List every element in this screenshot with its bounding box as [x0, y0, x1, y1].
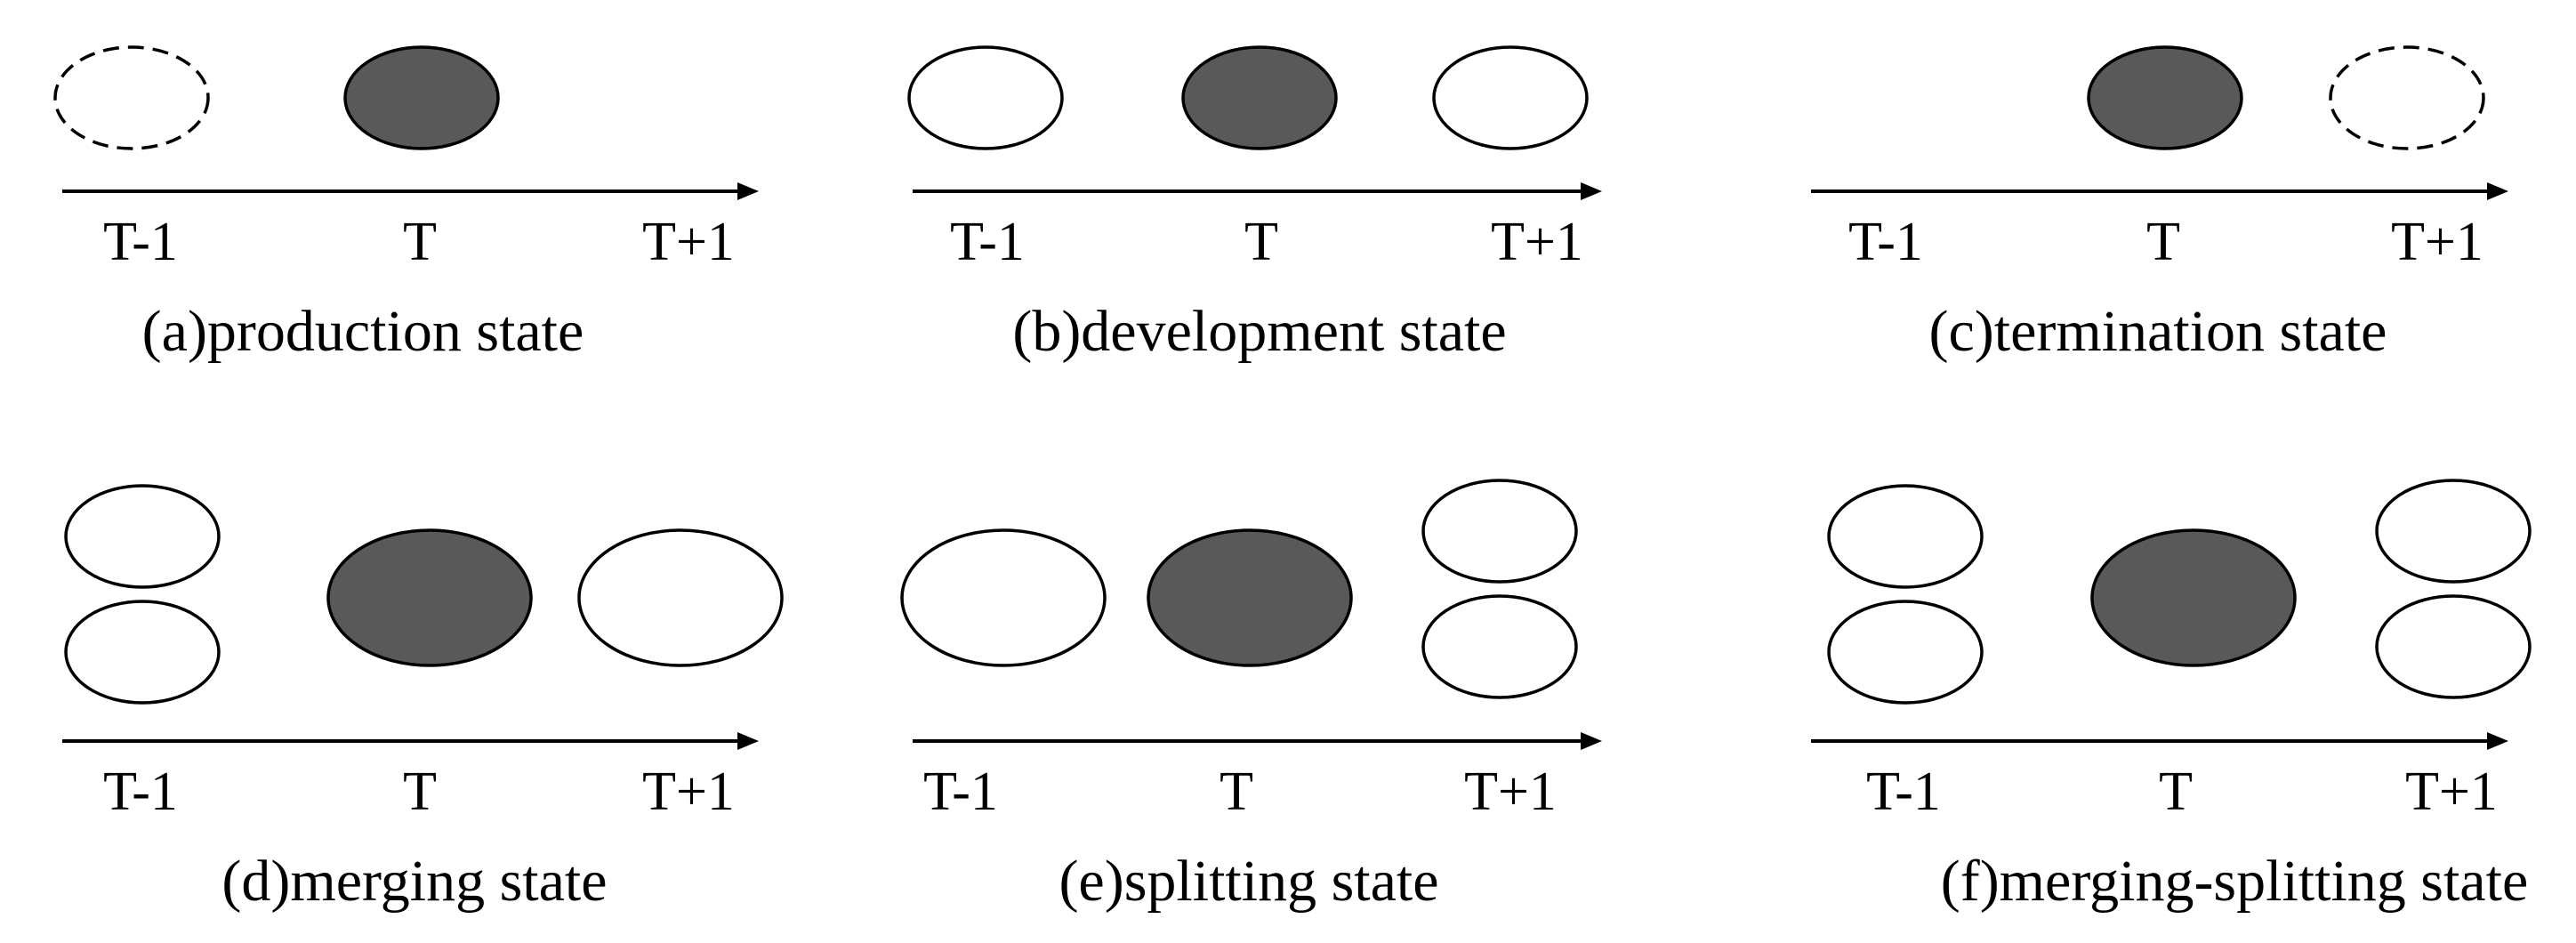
- tick-label-next: T+1: [1464, 762, 1557, 822]
- current-community-ellipse: [1147, 528, 1353, 667]
- next-community-ellipse: [1421, 479, 1578, 584]
- current-community-ellipse: [1181, 45, 1338, 150]
- next-community-ellipse: [2375, 594, 2532, 699]
- panel-merging-splitting-state: T-1 T T+1 (f)merging-splitting state: [1811, 479, 2532, 914]
- panel-development-state: T-1 T T+1 (b)development state: [907, 45, 1602, 364]
- tick-label-next: T+1: [2405, 762, 2498, 822]
- panel-merging-state: T-1 T T+1 (d)merging state: [62, 484, 784, 914]
- panel-caption: (f)merging-splitting state: [1941, 849, 2528, 914]
- time-axis-arrowhead: [737, 732, 759, 750]
- prev-community-ellipse: [1827, 600, 1984, 705]
- next-community-ellipse: [2375, 479, 2532, 584]
- time-axis-arrowhead: [2487, 732, 2508, 750]
- prev-community-ellipse: [53, 45, 210, 150]
- tick-label-prev: T-1: [923, 762, 998, 822]
- tick-label-prev: T-1: [1848, 212, 1923, 272]
- tick-label-prev: T-1: [1866, 762, 1941, 822]
- panel-caption: (c)termination state: [1929, 299, 2387, 364]
- next-community-ellipse: [1421, 594, 1578, 699]
- panel-caption: (e)splitting state: [1059, 849, 1438, 914]
- tick-label-prev: T-1: [103, 762, 178, 822]
- tick-label-next: T+1: [642, 762, 735, 822]
- tick-label-current: T: [2146, 212, 2180, 272]
- next-community-ellipse: [1432, 45, 1589, 150]
- prev-community-ellipse: [1827, 484, 1984, 589]
- current-community-ellipse: [343, 45, 500, 150]
- tick-label-current: T: [2159, 762, 2193, 822]
- tick-label-next: T+1: [642, 212, 735, 272]
- panel-caption: (b)development state: [1012, 299, 1506, 364]
- next-community-ellipse: [2329, 45, 2485, 150]
- time-axis-arrowhead: [1581, 182, 1602, 200]
- next-community-ellipse: [577, 528, 784, 667]
- current-community-ellipse: [326, 528, 533, 667]
- tick-label-current: T: [403, 762, 437, 822]
- tick-label-current: T: [1244, 212, 1278, 272]
- prev-community-ellipse: [64, 484, 221, 589]
- prev-community-ellipse: [64, 600, 221, 705]
- tick-label-current: T: [403, 212, 437, 272]
- current-community-ellipse: [2090, 528, 2297, 667]
- tick-label-prev: T-1: [950, 212, 1025, 272]
- time-axis-arrowhead: [1581, 732, 1602, 750]
- panel-production-state: T-1 T T+1 (a)production state: [53, 45, 759, 364]
- prev-community-ellipse: [900, 528, 1107, 667]
- panel-termination-state: T-1 T T+1 (c)termination state: [1811, 45, 2508, 364]
- tick-label-prev: T-1: [103, 212, 178, 272]
- current-community-ellipse: [2087, 45, 2243, 150]
- time-axis-arrowhead: [2487, 182, 2508, 200]
- tick-label-next: T+1: [2391, 212, 2483, 272]
- tick-label-next: T+1: [1491, 212, 1583, 272]
- time-axis-arrowhead: [737, 182, 759, 200]
- prev-community-ellipse: [907, 45, 1064, 150]
- panel-caption: (a)production state: [142, 299, 584, 364]
- panel-splitting-state: T-1 T T+1 (e)splitting state: [900, 479, 1602, 914]
- panel-caption: (d)merging state: [221, 849, 607, 914]
- tick-label-current: T: [1220, 762, 1253, 822]
